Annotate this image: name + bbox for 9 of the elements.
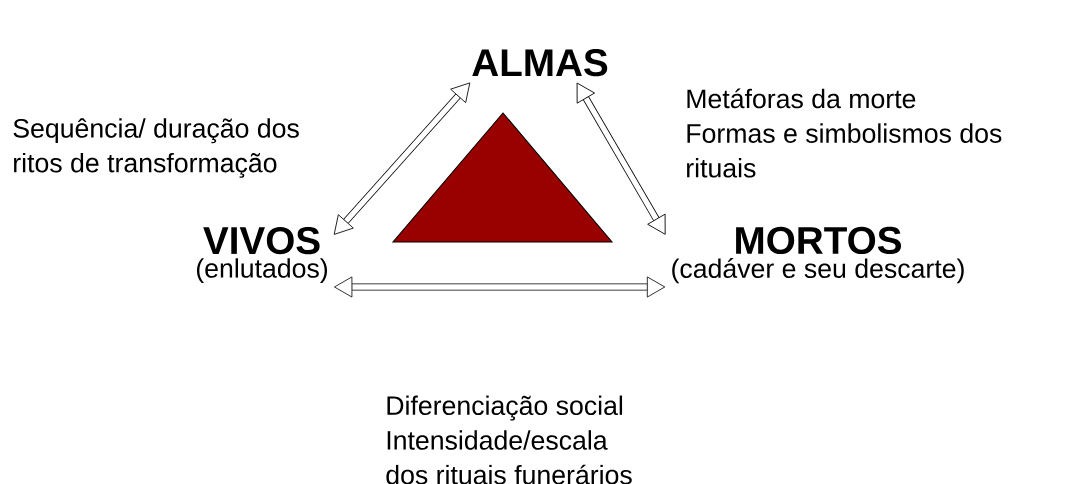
node-label: MORTOS (cadáver e seu descarte) (672, 226, 964, 284)
node-label: ALMAS (472, 49, 608, 77)
edge-label: Metáforas da morte Formas e simbolismos dos rituais (687, 88, 1002, 178)
edge-label: Sequência/ duração dos ritos de transformação (13, 118, 299, 178)
node-label: VIVOS (enlutados) (196, 226, 328, 284)
edge-label: Diferenciação social Intensidade/escala dos rituais funerários (386, 395, 632, 484)
double-arrow (334, 276, 666, 298)
double-arrow (333, 82, 471, 235)
double-arrow (576, 82, 666, 235)
